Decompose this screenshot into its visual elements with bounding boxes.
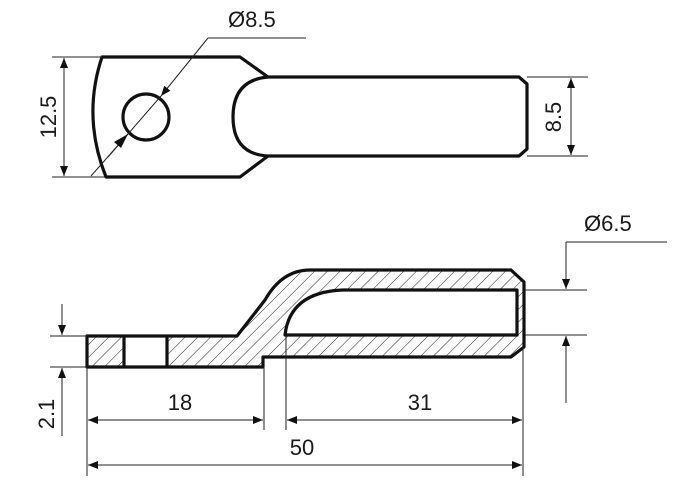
section-outline <box>85 268 526 369</box>
dimension-50: 50 <box>290 435 314 460</box>
top-view: 12.5 8.5 Ø8.5 <box>36 7 588 179</box>
leader-line <box>127 95 162 135</box>
section-hatch <box>87 270 524 367</box>
hole-section <box>124 337 167 366</box>
barrel-end-arc <box>231 75 269 158</box>
mounting-hole <box>121 92 171 142</box>
dimension-12-5: 12.5 <box>36 96 61 139</box>
dimension-hole-diameter: Ø8.5 <box>228 7 276 32</box>
arrow-head <box>114 134 128 148</box>
dimension-31: 31 <box>408 390 432 415</box>
lug-outline-top <box>91 55 529 179</box>
bore-outline <box>283 288 519 337</box>
dimension-bore-diameter: Ø6.5 <box>584 211 632 236</box>
dimension-8-5: 8.5 <box>541 102 566 133</box>
dimension-2-1: 2.1 <box>34 399 59 430</box>
section-view: 2.1 18 31 50 Ø6.5 <box>34 211 667 476</box>
leader-line <box>160 37 209 97</box>
dimension-18: 18 <box>168 390 192 415</box>
